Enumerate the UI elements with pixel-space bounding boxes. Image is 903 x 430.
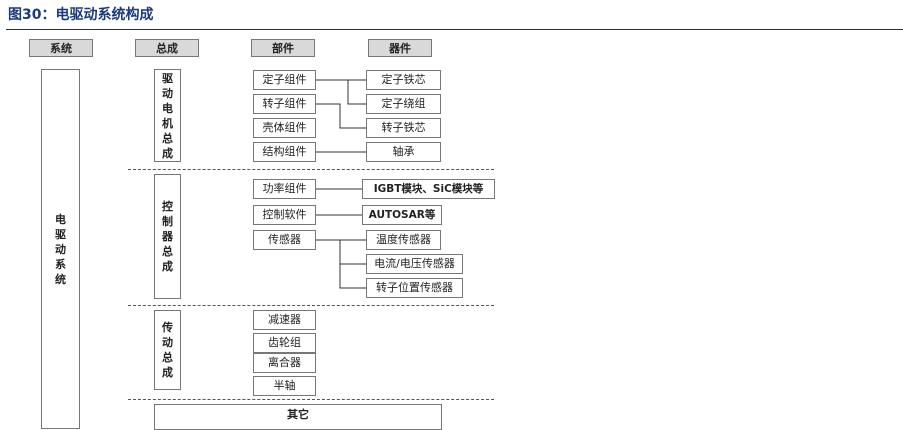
part-igbt-sic: IGBT模块、SiC模块等: [362, 179, 495, 199]
part-rotor-position-sensor: 转子位置传感器: [366, 278, 463, 298]
part-stator-core: 定子铁芯: [366, 70, 441, 90]
component-software: 控制软件: [253, 205, 316, 225]
header-system: 系统: [29, 39, 93, 57]
assembly-motor-label: 驱动电机总成: [162, 71, 173, 160]
assembly-motor: 驱动电机总成: [154, 69, 181, 162]
assembly-controller: 控制器总成: [154, 174, 181, 299]
title-rule: [6, 29, 903, 30]
header-assembly: 总成: [135, 39, 199, 57]
header-part: 器件: [368, 39, 432, 57]
part-temp-sensor: 温度传感器: [366, 230, 441, 250]
component-halfshaft: 半轴: [253, 376, 316, 396]
component-housing: 壳体组件: [253, 118, 316, 138]
assembly-other: 其它: [154, 404, 442, 430]
figure-title: 图30：电驱动系统构成: [8, 7, 154, 23]
part-stator-winding: 定子绕组: [366, 94, 441, 114]
system-label: 电驱动系统: [55, 212, 66, 286]
component-sensor: 传感器: [253, 230, 316, 250]
component-rotor: 转子组件: [253, 94, 316, 114]
separator-1: [128, 169, 494, 170]
part-current-voltage-sensor: 电流/电压传感器: [366, 254, 463, 274]
separator-2: [128, 305, 494, 306]
component-power: 功率组件: [253, 179, 316, 199]
assembly-transmission: 传动总成: [154, 310, 181, 390]
assembly-controller-label: 控制器总成: [162, 200, 173, 273]
header-component: 部件: [251, 39, 315, 57]
component-gearset: 齿轮组: [253, 333, 316, 353]
part-autosar: AUTOSAR等: [362, 205, 442, 225]
component-clutch: 离合器: [253, 353, 316, 373]
part-rotor-core: 转子铁芯: [366, 118, 441, 138]
component-reducer: 减速器: [253, 310, 316, 330]
component-structure: 结构组件: [253, 142, 316, 162]
part-bearing: 轴承: [366, 142, 441, 162]
component-stator: 定子组件: [253, 70, 316, 90]
separator-3: [128, 399, 494, 400]
assembly-transmission-label: 传动总成: [162, 321, 173, 379]
system-box: 电驱动系统: [41, 69, 80, 429]
